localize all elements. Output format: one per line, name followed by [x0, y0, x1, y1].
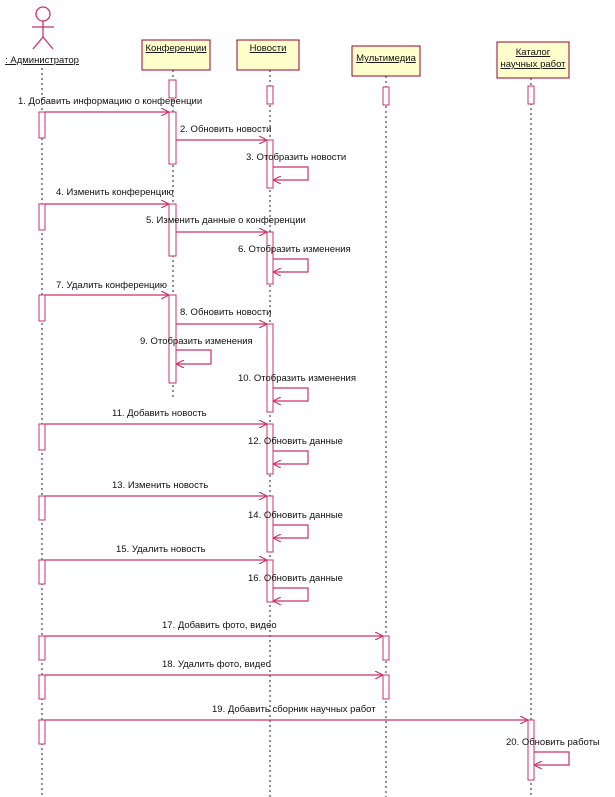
message-label: 17. Добавить фото, видео	[162, 620, 277, 631]
message-label: 20. Обновить работы	[506, 737, 600, 748]
message-label: 5. Изменить данные о конференции	[146, 215, 306, 226]
message-label: 18. Удалить фото, видео	[162, 659, 271, 670]
object-conferences: Конференции	[141, 39, 211, 71]
object-label: научных работ	[500, 59, 566, 70]
message-label: 14. Обновить данные	[248, 510, 343, 521]
activation-bar	[527, 85, 535, 105]
activation-bar	[168, 203, 177, 257]
object-multimedia: Мультимедиа	[351, 45, 421, 77]
activation-bar	[382, 86, 390, 106]
activation-bar	[38, 495, 46, 521]
self-message-arrow	[273, 524, 309, 538]
activation-bar	[38, 203, 46, 231]
message-label: 13. Изменить новость	[112, 480, 208, 491]
activation-bar	[38, 635, 46, 661]
message-label: 8. Обновить новости	[180, 307, 271, 318]
object-box	[141, 39, 211, 71]
object-box	[351, 45, 421, 77]
self-message-arrow	[273, 387, 309, 401]
actor-name: : Администратор	[5, 55, 79, 66]
object-box	[496, 41, 570, 79]
stick-figure-icon	[32, 6, 54, 50]
message-labels: 1. Добавить информацию о конференции 2. …	[18, 96, 600, 748]
object-catalog: Каталог научных работ	[496, 41, 570, 79]
activation-bar	[38, 294, 46, 322]
activation-bar	[382, 674, 390, 700]
activation-bar	[382, 635, 390, 661]
message-label: 3. Отобразить новости	[246, 152, 346, 163]
activation-bar	[527, 719, 535, 781]
activation-bar	[266, 139, 274, 189]
message-label: 16. Обновить данные	[248, 573, 343, 584]
activations	[38, 79, 535, 781]
message-label: 1. Добавить информацию о конференции	[18, 96, 202, 107]
activation-bar	[38, 111, 46, 139]
activation-bar	[168, 294, 177, 384]
self-message-arrow	[273, 258, 309, 272]
object-label: Каталог	[516, 47, 551, 58]
actor-administrator: : Администратор	[5, 6, 79, 66]
object-label: Конференции	[145, 43, 206, 54]
message-label: 6. Отобразить изменения	[238, 244, 351, 255]
message-label: 12. Обновить данные	[248, 436, 343, 447]
message-label: 15. Удалить новость	[116, 544, 206, 555]
activation-bar	[38, 559, 46, 585]
object-box	[236, 39, 300, 71]
self-message-arrow	[273, 587, 309, 601]
self-message-arrow	[273, 166, 309, 180]
self-message-arrow	[176, 349, 212, 364]
message-label: 2. Обновить новости	[180, 124, 271, 135]
activation-bar	[266, 323, 274, 413]
object-news: Новости	[236, 39, 300, 71]
message-label: 7. Удалить конференцию	[56, 280, 167, 291]
activation-bar	[266, 85, 274, 105]
message-label: 4. Изменить конференцию	[56, 187, 174, 198]
activation-bar	[168, 111, 177, 165]
messages	[45, 112, 570, 765]
object-label: Новости	[250, 43, 287, 54]
activation-bar	[266, 495, 274, 553]
message-label: 9. Отобразить изменения	[140, 336, 253, 347]
activation-bar	[38, 719, 46, 745]
activation-bar	[266, 423, 274, 475]
activation-bar	[266, 559, 274, 603]
message-label: 11. Добавить новость	[112, 408, 207, 419]
lifelines	[41, 68, 532, 797]
self-message-arrow	[273, 450, 309, 464]
activation-bar	[38, 674, 46, 700]
activation-bar	[168, 79, 177, 99]
object-label: Мультимедиа	[356, 53, 416, 64]
message-label: 10. Отобразить изменения	[238, 373, 356, 384]
message-label: 19. Добавить сборник научных работ	[212, 704, 376, 715]
activation-bar	[38, 423, 46, 451]
self-message-arrow	[534, 751, 570, 765]
activation-bar	[266, 231, 274, 285]
